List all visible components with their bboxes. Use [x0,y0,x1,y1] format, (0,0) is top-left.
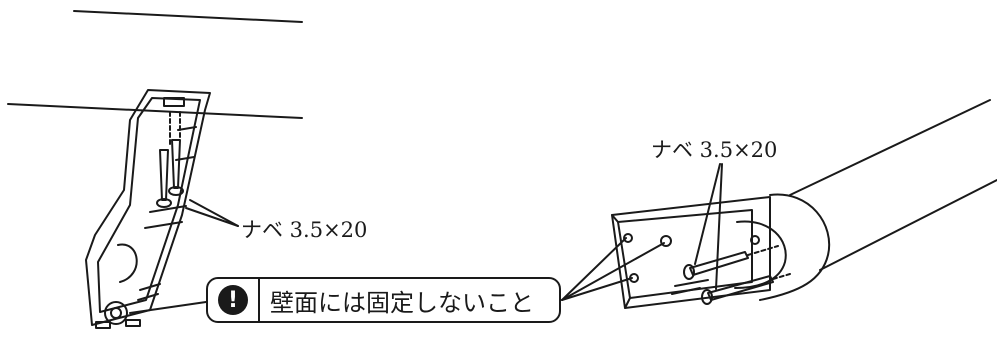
screw-label-right: ナベ 3.5×20 [651,138,778,162]
right-bracket [611,99,997,309]
warning-callout: ! 壁面には固定しないこと [206,277,561,323]
warning-icon-cell: ! [208,279,260,321]
exclamation-circle-icon: ! [218,285,248,315]
leader-line [185,207,239,227]
leader-line [715,163,723,290]
leader-line [561,242,665,301]
left-bracket [85,89,211,329]
warning-text: 壁面には固定しないこと [270,288,534,317]
leader-line [129,301,207,314]
leader-line [189,199,239,227]
leader-line [561,277,633,301]
wall-edge-line [7,103,303,119]
top-reference-line [73,10,303,23]
screw-label-left: ナベ 3.5×20 [241,218,368,242]
leader-line [561,237,627,301]
leader-line [694,163,721,265]
